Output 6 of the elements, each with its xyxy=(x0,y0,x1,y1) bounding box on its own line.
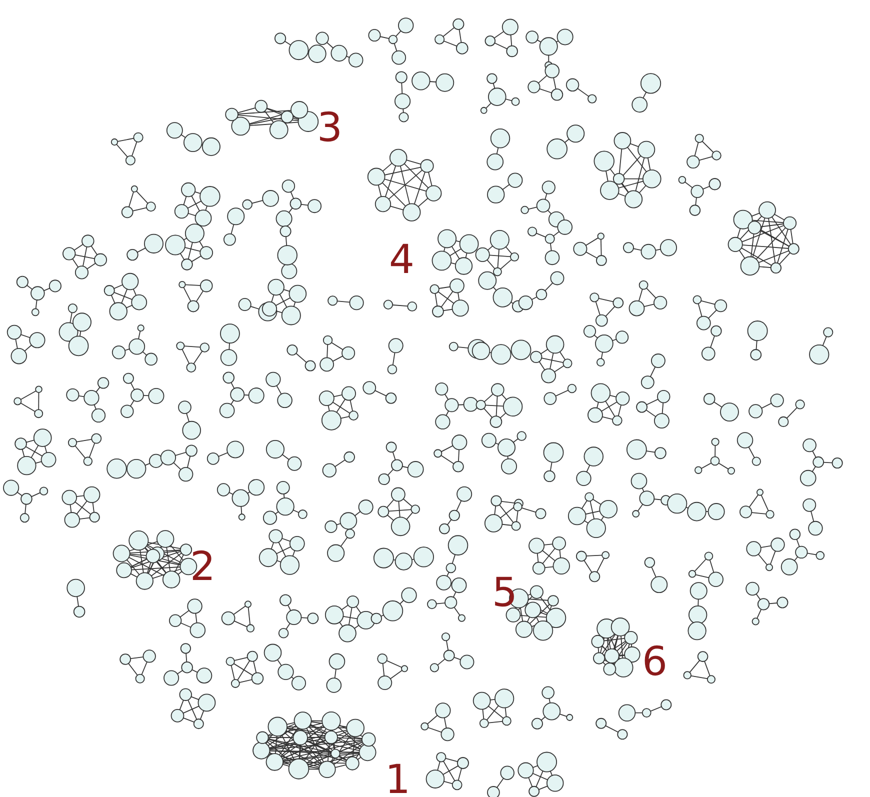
cluster-number: 6 xyxy=(642,642,668,682)
cluster-number: 1 xyxy=(385,760,410,797)
cluster-number: 4 xyxy=(389,240,414,280)
cluster-number: 2 xyxy=(190,547,216,587)
cluster-number: 5 xyxy=(492,573,518,613)
cluster-number: 3 xyxy=(317,108,342,148)
